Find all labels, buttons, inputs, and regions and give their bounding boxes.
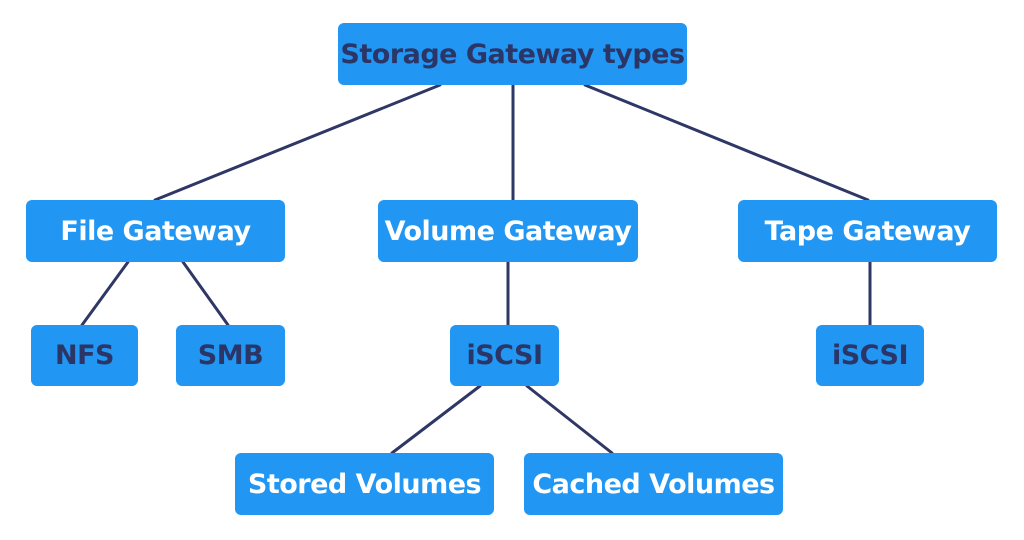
node-stored-volumes: Stored Volumes [235, 453, 494, 515]
node-smb: SMB [176, 325, 285, 386]
node-tape-gateway: Tape Gateway [738, 200, 997, 262]
edge-file-gateway-nfs [80, 260, 130, 327]
node-nfs: NFS [31, 325, 138, 386]
node-file-gateway: File Gateway [26, 200, 285, 262]
edge-iscsi-stored-volumes [390, 384, 482, 455]
node-tape-iscsi: iSCSI [816, 325, 924, 386]
node-cached-volumes: Cached Volumes [524, 453, 783, 515]
edge-iscsi-cached-volumes [525, 384, 614, 455]
node-storage-gateway-types: Storage Gateway types [338, 23, 687, 85]
node-volume-iscsi: iSCSI [450, 325, 559, 386]
edge-root-tape-gateway [583, 83, 870, 202]
edge-file-gateway-smb [181, 260, 230, 327]
node-volume-gateway: Volume Gateway [378, 200, 638, 262]
edge-root-file-gateway [153, 83, 442, 202]
